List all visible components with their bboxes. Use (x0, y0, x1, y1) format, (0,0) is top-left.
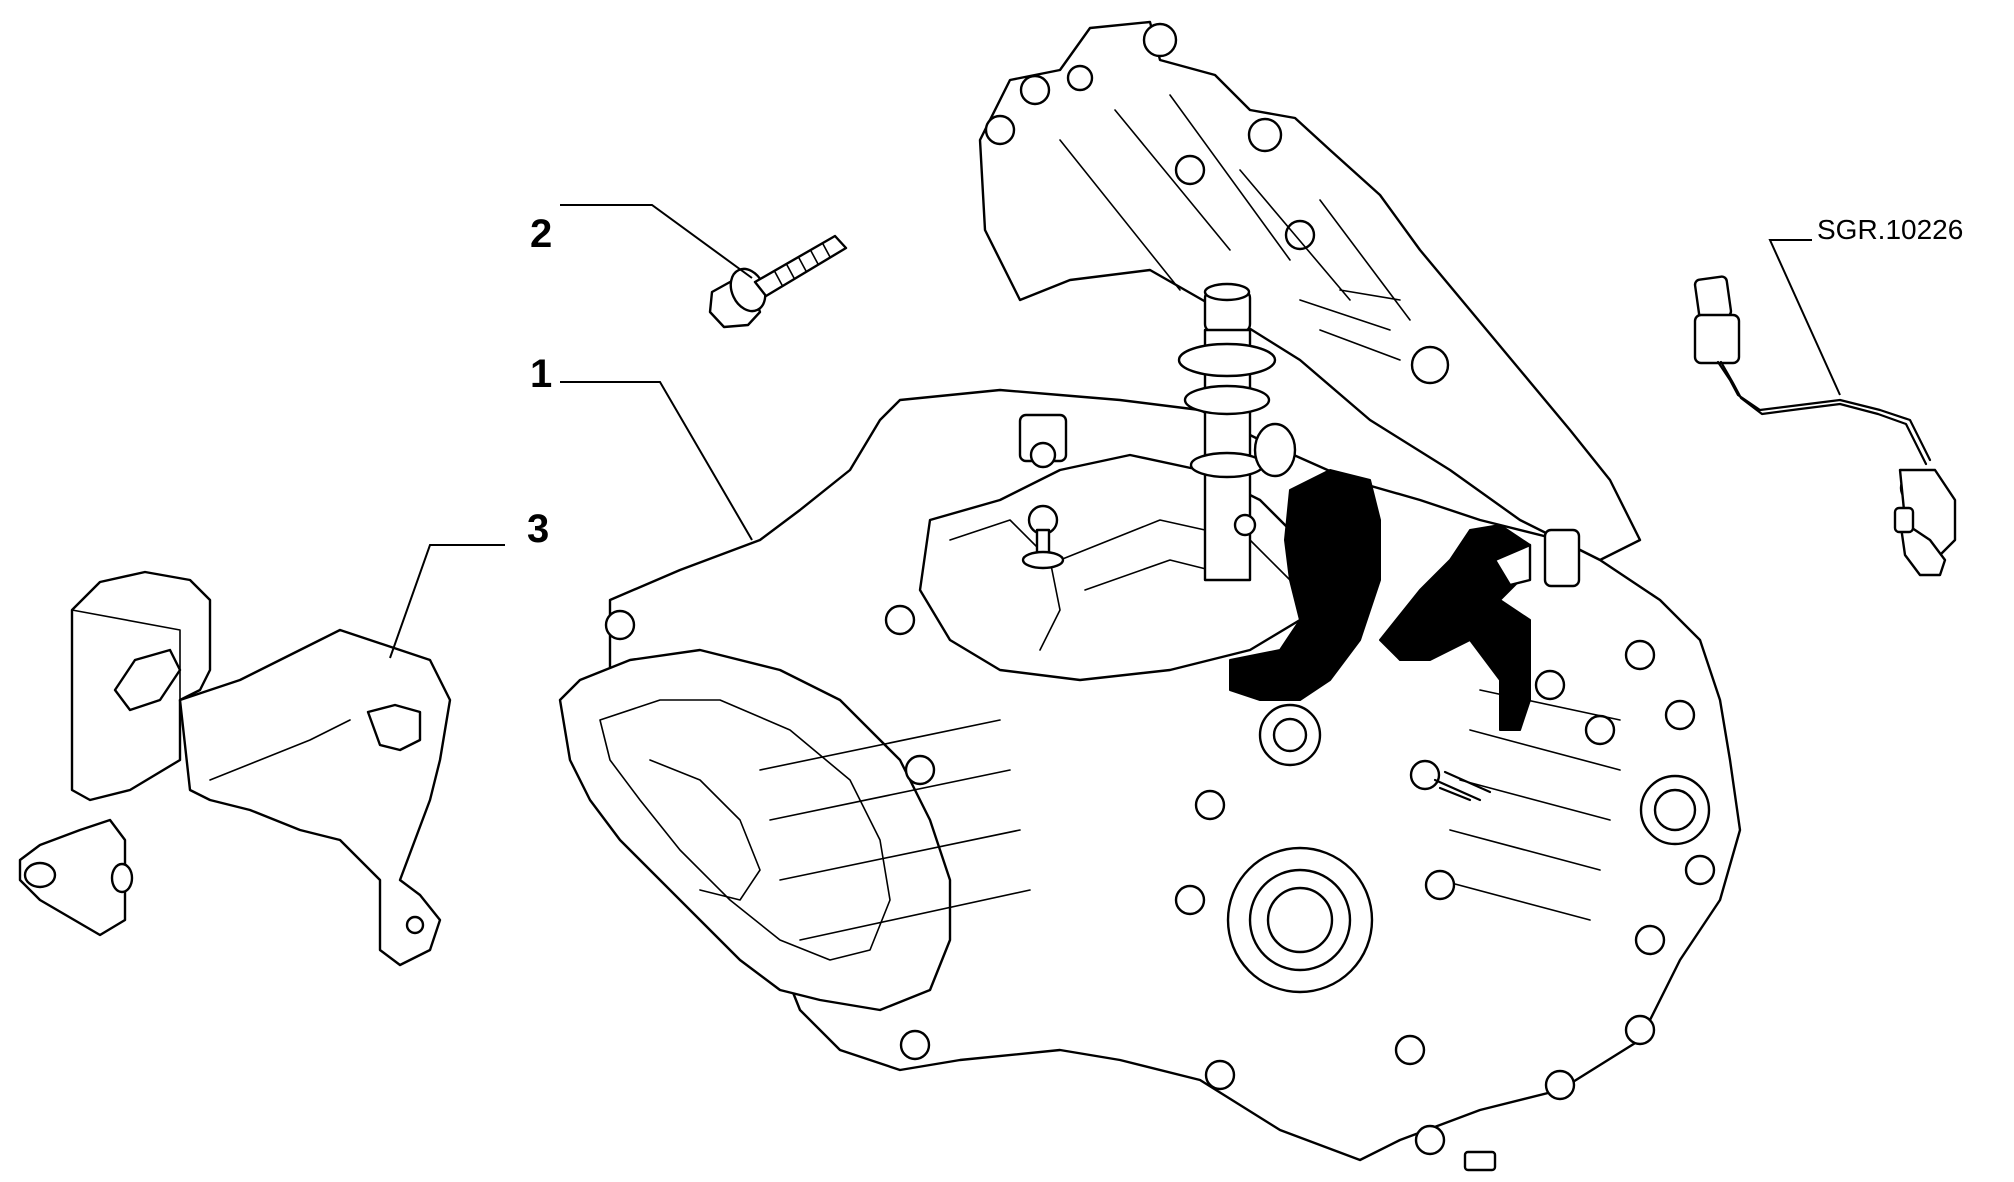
bolt-lug-top-8 (1410, 345, 1450, 385)
sensor-tip (1893, 506, 1915, 534)
bolt-lug-top-3 (984, 114, 1016, 146)
selector-fork (1379, 524, 1531, 731)
callout-1-label: 1 (530, 352, 552, 396)
bracket-foot-hole-2 (110, 862, 134, 894)
selector-shaft-top (1203, 282, 1251, 302)
bracket-part (18, 570, 452, 967)
mounting-stud (1409, 759, 1492, 802)
sensor-harness (1693, 275, 1957, 577)
end-cover (558, 648, 952, 1012)
bolt-lug-top-4 (1066, 64, 1094, 92)
side-port-inner (1653, 788, 1697, 832)
selector-shaft-collar-2 (1183, 384, 1271, 416)
end-cover-bolt-2 (899, 1029, 931, 1061)
callout-1-leader (560, 381, 753, 541)
callout-2-leader (560, 204, 753, 279)
selector-lever (1229, 469, 1381, 701)
shaft-port-inner (1272, 717, 1308, 753)
bolt-lug-top-6 (1174, 154, 1206, 186)
selector-shaft-ring (1253, 422, 1297, 478)
vent-cap-bolt (1029, 441, 1057, 469)
drain-plug (1463, 1150, 1497, 1172)
shift-ball-base (1021, 550, 1065, 570)
end-cover-bolt-3 (604, 609, 636, 641)
selector-shaft-collar-3 (1189, 451, 1265, 479)
bolt-lug-top-7 (1284, 219, 1316, 251)
sensor-cable (1716, 360, 1932, 462)
bolt-lug-top-1 (1142, 22, 1178, 58)
gearbox-assembly (558, 20, 1742, 1172)
sensor-connector-body (1693, 313, 1741, 365)
selector-fork-clip (1493, 543, 1532, 587)
bracket-arm (178, 628, 452, 967)
output-flange-bore (1266, 886, 1334, 954)
callout-3-label: 3 (527, 507, 549, 551)
selector-shaft-collar-1 (1177, 342, 1277, 378)
bolt-lug-top-2 (1019, 74, 1051, 106)
sensor-connector (1693, 275, 1733, 321)
bracket-foot-hole (23, 861, 57, 889)
bracket-slot (366, 703, 422, 752)
bellhousing-upper-plate (978, 20, 1642, 562)
callout-2-label: 2 (530, 212, 552, 256)
reverse-switch (1543, 528, 1581, 588)
reference-code: SGR.10226 (1817, 214, 1963, 245)
bolt-lug-top-5 (1247, 117, 1283, 153)
bolt-shank (753, 234, 848, 298)
end-cover-bolt-1 (904, 754, 936, 786)
casing-bolts (884, 513, 1716, 1156)
callout-3-leader (389, 544, 505, 659)
sensor-flange (1898, 518, 1947, 577)
bolt-part (708, 234, 848, 329)
reference-leader (1768, 239, 1841, 396)
bracket-mount-hole (405, 915, 425, 935)
bracket-clip-hole (113, 648, 182, 712)
